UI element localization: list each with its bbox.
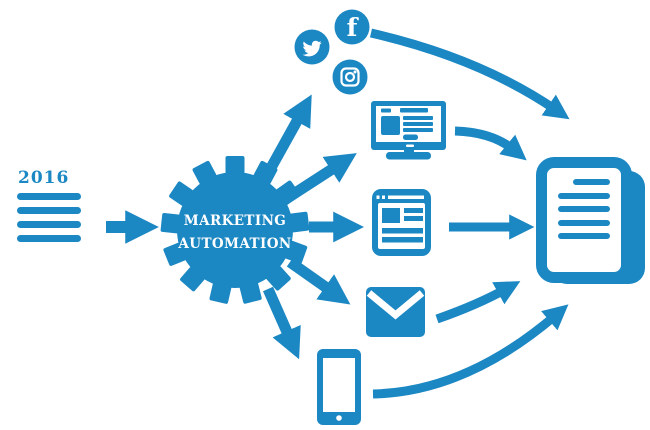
desktop-monitor-icon [371,101,446,160]
document-stack-icon [536,157,632,283]
source-document-year-label: 2016 [18,168,70,188]
facebook-f-icon: f [334,9,370,45]
gear-body [177,172,293,288]
arrow-desktop-to-output [454,126,527,161]
smartphone-icon [317,349,361,425]
arrow-mobile-to-output [372,304,569,399]
text-line [17,235,81,242]
arrow-hub-to-email [286,257,351,305]
text-line [558,233,610,239]
envelope-icon [366,287,425,337]
text-line [558,219,610,226]
text-line [17,193,81,200]
instagram-camera-icon [332,59,368,95]
twitter-bird-icon [294,29,330,65]
social-media-cluster: f [294,9,370,95]
arrow-facebook-to-output [369,28,570,120]
arrow-hub-to-mobile [262,286,301,360]
text-line [17,207,81,214]
text-line [558,206,610,212]
text-line [572,179,610,185]
source-document-icon: 2016 [7,161,91,270]
arrow-hub-to-social [267,94,312,169]
hub-label-line2: AUTOMATION [177,236,291,252]
gear-icon: MARKETING AUTOMATION [160,156,310,304]
text-line [17,221,81,228]
svg-text:f: f [347,13,360,42]
text-line [558,192,610,199]
hub-label-line1: MARKETING [184,213,287,229]
browser-window-icon [372,189,431,256]
arrow-email-to-output [435,281,521,324]
